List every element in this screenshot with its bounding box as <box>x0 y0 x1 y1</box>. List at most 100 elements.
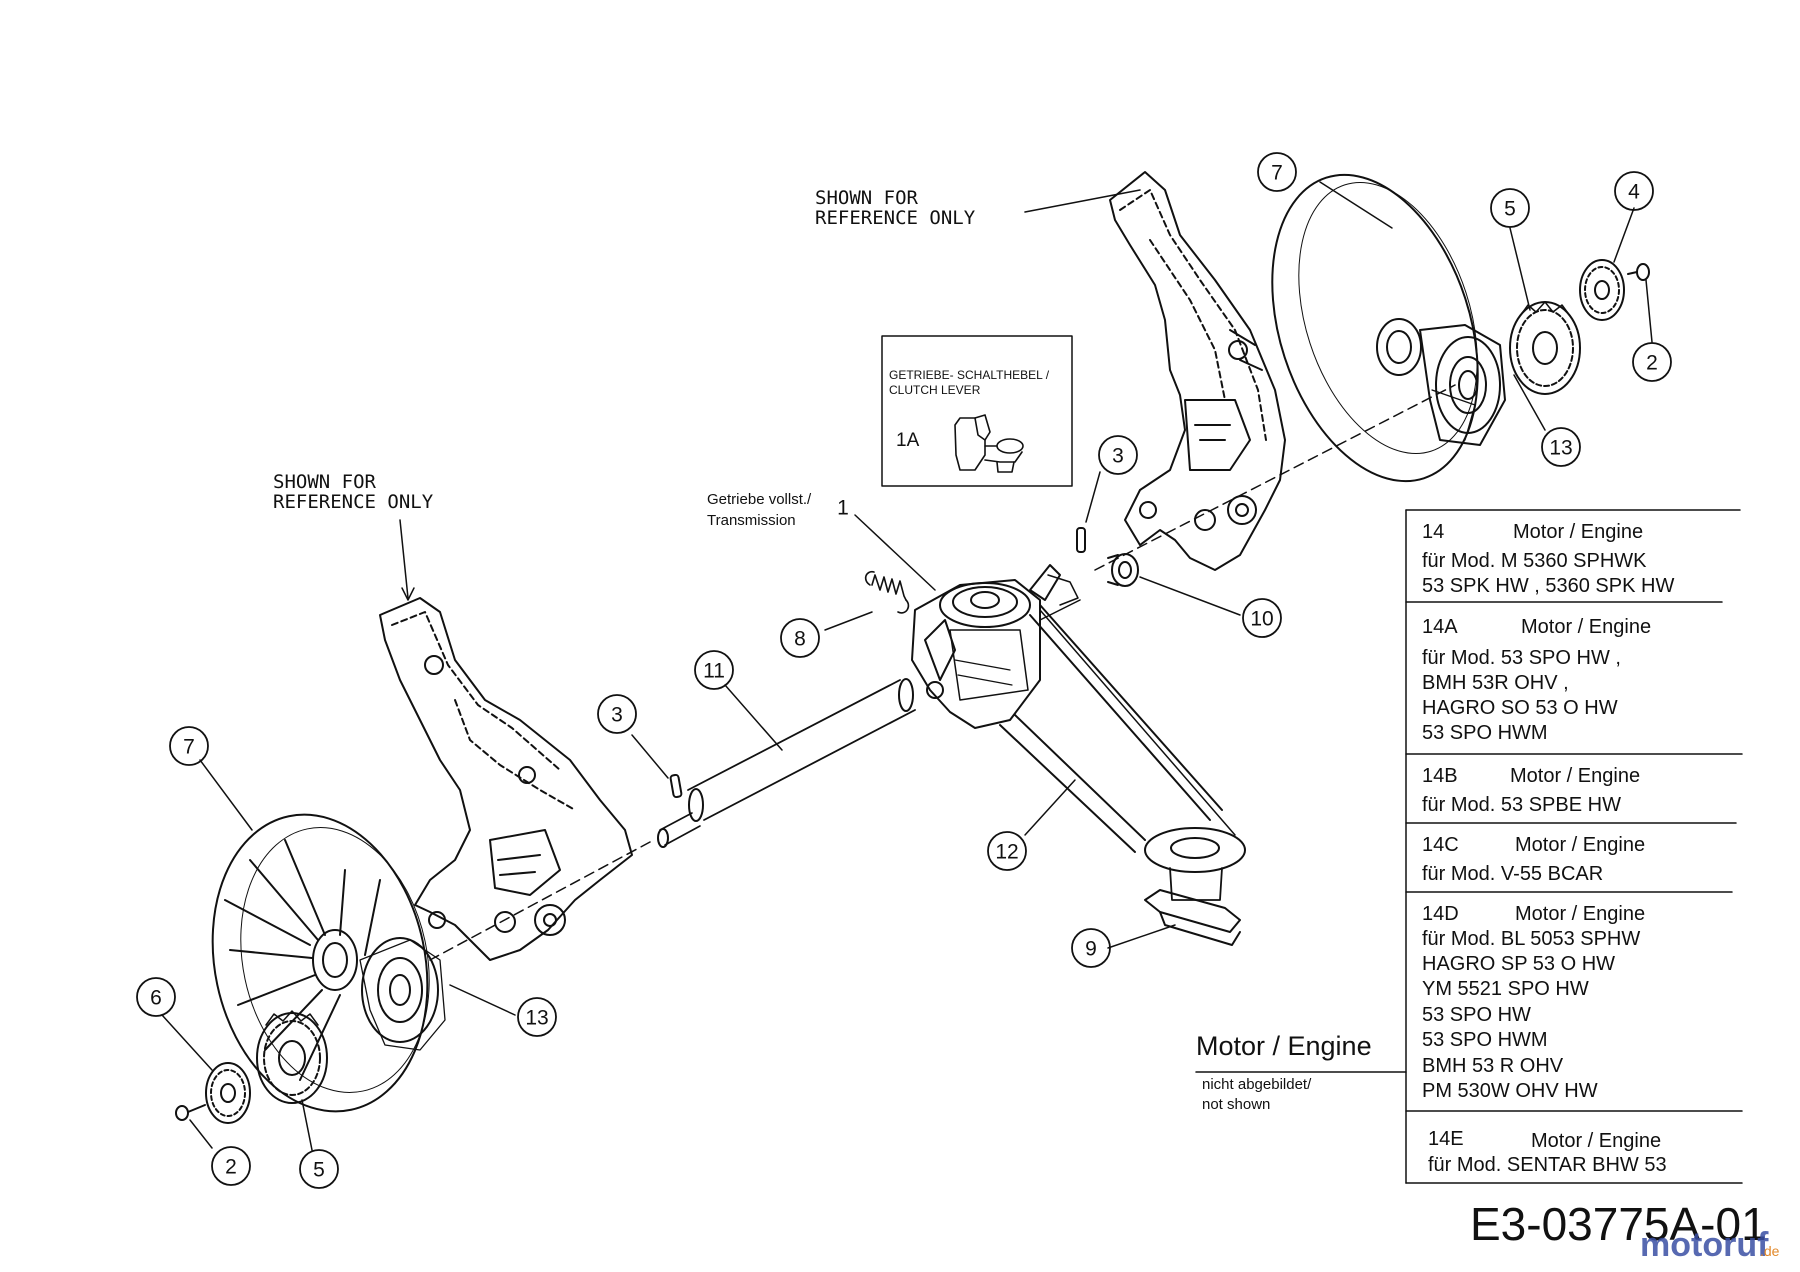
leader-ref-left <box>399 519 409 599</box>
watermark-suffix: .de <box>1760 1243 1780 1259</box>
leader-2-left <box>189 1119 213 1149</box>
callout-13-left: 13 <box>525 1007 548 1030</box>
engine-code-14A: 14A <box>1422 616 1458 638</box>
callout-circle-10 <box>1242 598 1282 638</box>
engine-line: BMH 53R OHV , <box>1422 672 1569 694</box>
callout-9: 9 <box>1085 938 1097 961</box>
callout-numbers: 7 5 4 2 13 3 10 1 8 11 3 7 12 9 13 6 2 5 <box>150 162 1658 1182</box>
callout-7-left: 7 <box>183 736 195 759</box>
leader-ref-top <box>1024 189 1141 213</box>
callout-3-left: 3 <box>611 704 623 727</box>
axle <box>657 678 916 848</box>
callout-circle-7-left <box>169 726 209 766</box>
leader-12 <box>1024 779 1076 836</box>
callout-circle-2-left <box>211 1146 251 1186</box>
right-screw <box>1636 263 1650 281</box>
callout-circle-13-right <box>1541 427 1581 467</box>
inset-part-number: 1A <box>896 430 920 451</box>
callout-13-right: 13 <box>1549 437 1572 460</box>
engine-pulley <box>1144 827 1246 946</box>
callout-12: 12 <box>995 841 1018 864</box>
callout-11: 11 <box>703 660 725 683</box>
leader-7-right <box>1319 181 1393 229</box>
leader-8 <box>824 611 873 631</box>
leader-13-right <box>1513 374 1546 431</box>
engine-line: YM 5521 SPO HW <box>1422 978 1589 1000</box>
callout-circle-5-left <box>299 1149 339 1189</box>
engine-table-grid <box>1195 509 1743 1184</box>
left-screw <box>175 1105 189 1121</box>
transmission-note-line1: Getriebe vollst./ <box>707 491 812 508</box>
callout-1: 1 <box>837 497 849 520</box>
engine-table: 14 Motor / Engine für Mod. M 5360 SPHWK … <box>1422 521 1674 1176</box>
engine-name-14E: Motor / Engine <box>1531 1130 1661 1152</box>
leader-2-right <box>1645 279 1653 343</box>
spring <box>864 570 910 614</box>
right-big-gear <box>1509 301 1581 395</box>
callout-7-right: 7 <box>1271 162 1283 185</box>
callout-4: 4 <box>1628 181 1640 204</box>
leader-13-left <box>449 984 516 1016</box>
right-wheel <box>1271 173 1506 483</box>
motor-label: Motor / Engine nicht abgebildet/ not sho… <box>1196 1031 1372 1113</box>
callout-circle-9 <box>1071 928 1111 968</box>
engine-name-14C: Motor / Engine <box>1515 834 1645 856</box>
engine-name-14A: Motor / Engine <box>1521 616 1651 638</box>
top-pin <box>1076 527 1086 553</box>
leader-1 <box>854 514 936 591</box>
left-cover-bracket <box>379 597 633 961</box>
ref-note-top-line2: REFERENCE ONLY <box>815 207 976 229</box>
right-cover-bracket <box>1109 171 1286 571</box>
engine-name-14D: Motor / Engine <box>1515 903 1645 925</box>
watermark-logo: motoruf .de <box>1640 1226 1780 1264</box>
left-axis-line <box>429 841 651 961</box>
engine-name-14: Motor / Engine <box>1513 521 1643 543</box>
leader-6 <box>161 1014 213 1071</box>
callout-circle-5-right <box>1490 188 1530 228</box>
callout-circle-8 <box>780 618 820 658</box>
left-pin <box>669 773 683 799</box>
clutch-lever-inset-text: GETRIEBE- SCHALTHEBEL / CLUTCH LEVER 1A <box>889 368 1050 451</box>
ref-note-left-line1: SHOWN FOR <box>273 471 377 493</box>
engine-line: HAGRO SO 53 O HW <box>1422 697 1618 719</box>
belt <box>999 604 1236 853</box>
inset-title-line2: CLUTCH LEVER <box>889 383 981 397</box>
callout-circle-13-left <box>517 997 557 1037</box>
leader-11 <box>724 684 783 751</box>
engine-line: für Mod. V-55 BCAR <box>1422 863 1603 885</box>
engine-line: 53 SPO HWM <box>1422 1029 1548 1051</box>
leader-9 <box>1107 924 1176 949</box>
callout-8: 8 <box>794 628 806 651</box>
reference-notes: SHOWN FOR REFERENCE ONLY SHOWN FOR REFER… <box>273 187 976 513</box>
transmission-note-line2: Transmission <box>707 512 796 529</box>
callout-circle-12 <box>987 831 1027 871</box>
callout-6: 6 <box>150 987 162 1010</box>
callout-2-right: 2 <box>1646 352 1658 375</box>
spacer <box>1107 553 1139 587</box>
ref-note-top-line1: SHOWN FOR <box>815 187 919 209</box>
leader-7-left <box>199 759 253 831</box>
engine-code-14: 14 <box>1422 521 1444 543</box>
leader-5-left <box>301 1099 313 1151</box>
callout-2-left: 2 <box>225 1156 237 1179</box>
callout-10: 10 <box>1250 608 1273 631</box>
engine-line: HAGRO SP 53 O HW <box>1422 953 1615 975</box>
engine-line: 53 SPK HW , 5360 SPK HW <box>1422 575 1674 597</box>
leader-5-right <box>1509 227 1531 311</box>
callout-circle-7-right <box>1257 152 1297 192</box>
callout-3-top: 3 <box>1112 445 1124 468</box>
leader-10 <box>1139 576 1241 616</box>
callout-circles <box>136 152 1672 1189</box>
leader-4 <box>1613 207 1635 263</box>
leader-3-left <box>631 734 669 779</box>
engine-line: für Mod. 53 SPO HW , <box>1422 647 1621 669</box>
engine-line: für Mod. M 5360 SPHWK <box>1422 550 1647 572</box>
engine-code-14E: 14E <box>1428 1128 1464 1150</box>
callout-circle-6 <box>136 977 176 1017</box>
left-big-gear <box>256 1010 328 1104</box>
callout-circle-2-right <box>1632 342 1672 382</box>
engine-line: PM 530W OHV HW <box>1422 1080 1598 1102</box>
motor-label-sub-line1: nicht abgebildet/ <box>1202 1076 1312 1093</box>
left-small-gear <box>175 1062 251 1124</box>
engine-code-14B: 14B <box>1422 765 1458 787</box>
